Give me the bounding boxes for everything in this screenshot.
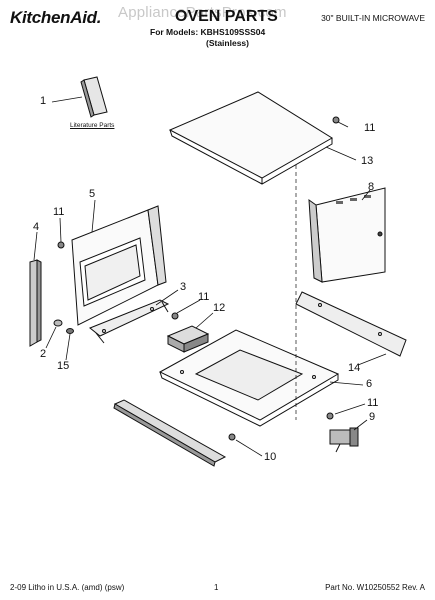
- callout-11-right: 11: [367, 397, 379, 409]
- page-title: OVEN PARTS: [175, 8, 278, 25]
- part-front-strip: [113, 399, 227, 467]
- callout-10: 10: [264, 451, 277, 463]
- footer-page-number: 1: [214, 583, 219, 592]
- part-literature-booklet: [80, 76, 108, 118]
- callout-11-middle: 11: [198, 291, 210, 303]
- watermark: AppliancePartsPros.com: [118, 4, 287, 21]
- part-right-side-panel: [308, 187, 386, 283]
- screw-icon: [57, 116, 340, 441]
- callout-13: 13: [361, 155, 374, 167]
- part-module-box: [166, 325, 210, 353]
- part-top-panel: [168, 91, 333, 185]
- part-side-panel: [71, 205, 167, 326]
- callout-15: 15: [57, 360, 70, 372]
- part-bracket: [89, 299, 170, 344]
- callout-1: 1: [40, 95, 47, 107]
- callout-14: 14: [348, 362, 361, 374]
- footer-part-number: Part No. W10250552 Rev. A: [325, 583, 425, 592]
- callout-6: 6: [366, 378, 373, 390]
- part-motor: [329, 427, 359, 453]
- part-bottom-pan: [158, 329, 340, 427]
- callout-2: 2: [40, 348, 47, 360]
- product-type: 30" BUILT-IN MICROWAVE: [321, 13, 425, 23]
- part-hinge-hardware: [53, 319, 74, 334]
- callout-12: 12: [213, 302, 226, 314]
- finish-label: (Stainless): [206, 38, 249, 48]
- footer-litho: 2-09 Litho in U.S.A. (amd) (psw): [10, 583, 125, 592]
- brand-logo: KitchenAid.: [10, 8, 102, 27]
- callout-5: 5: [89, 188, 96, 200]
- callout-3: 3: [180, 281, 187, 293]
- part-rail: [295, 291, 407, 357]
- callout-8: 8: [368, 181, 375, 193]
- callout-9: 9: [369, 411, 376, 423]
- callout-4: 4: [33, 221, 40, 233]
- callout-11-left: 11: [53, 206, 65, 218]
- part-vertical-strip: [29, 259, 42, 347]
- models-line: For Models: KBHS109SSS04: [150, 27, 266, 37]
- callout-11-top: 11: [364, 122, 376, 134]
- literature-parts-label: Literature Parts: [70, 122, 115, 129]
